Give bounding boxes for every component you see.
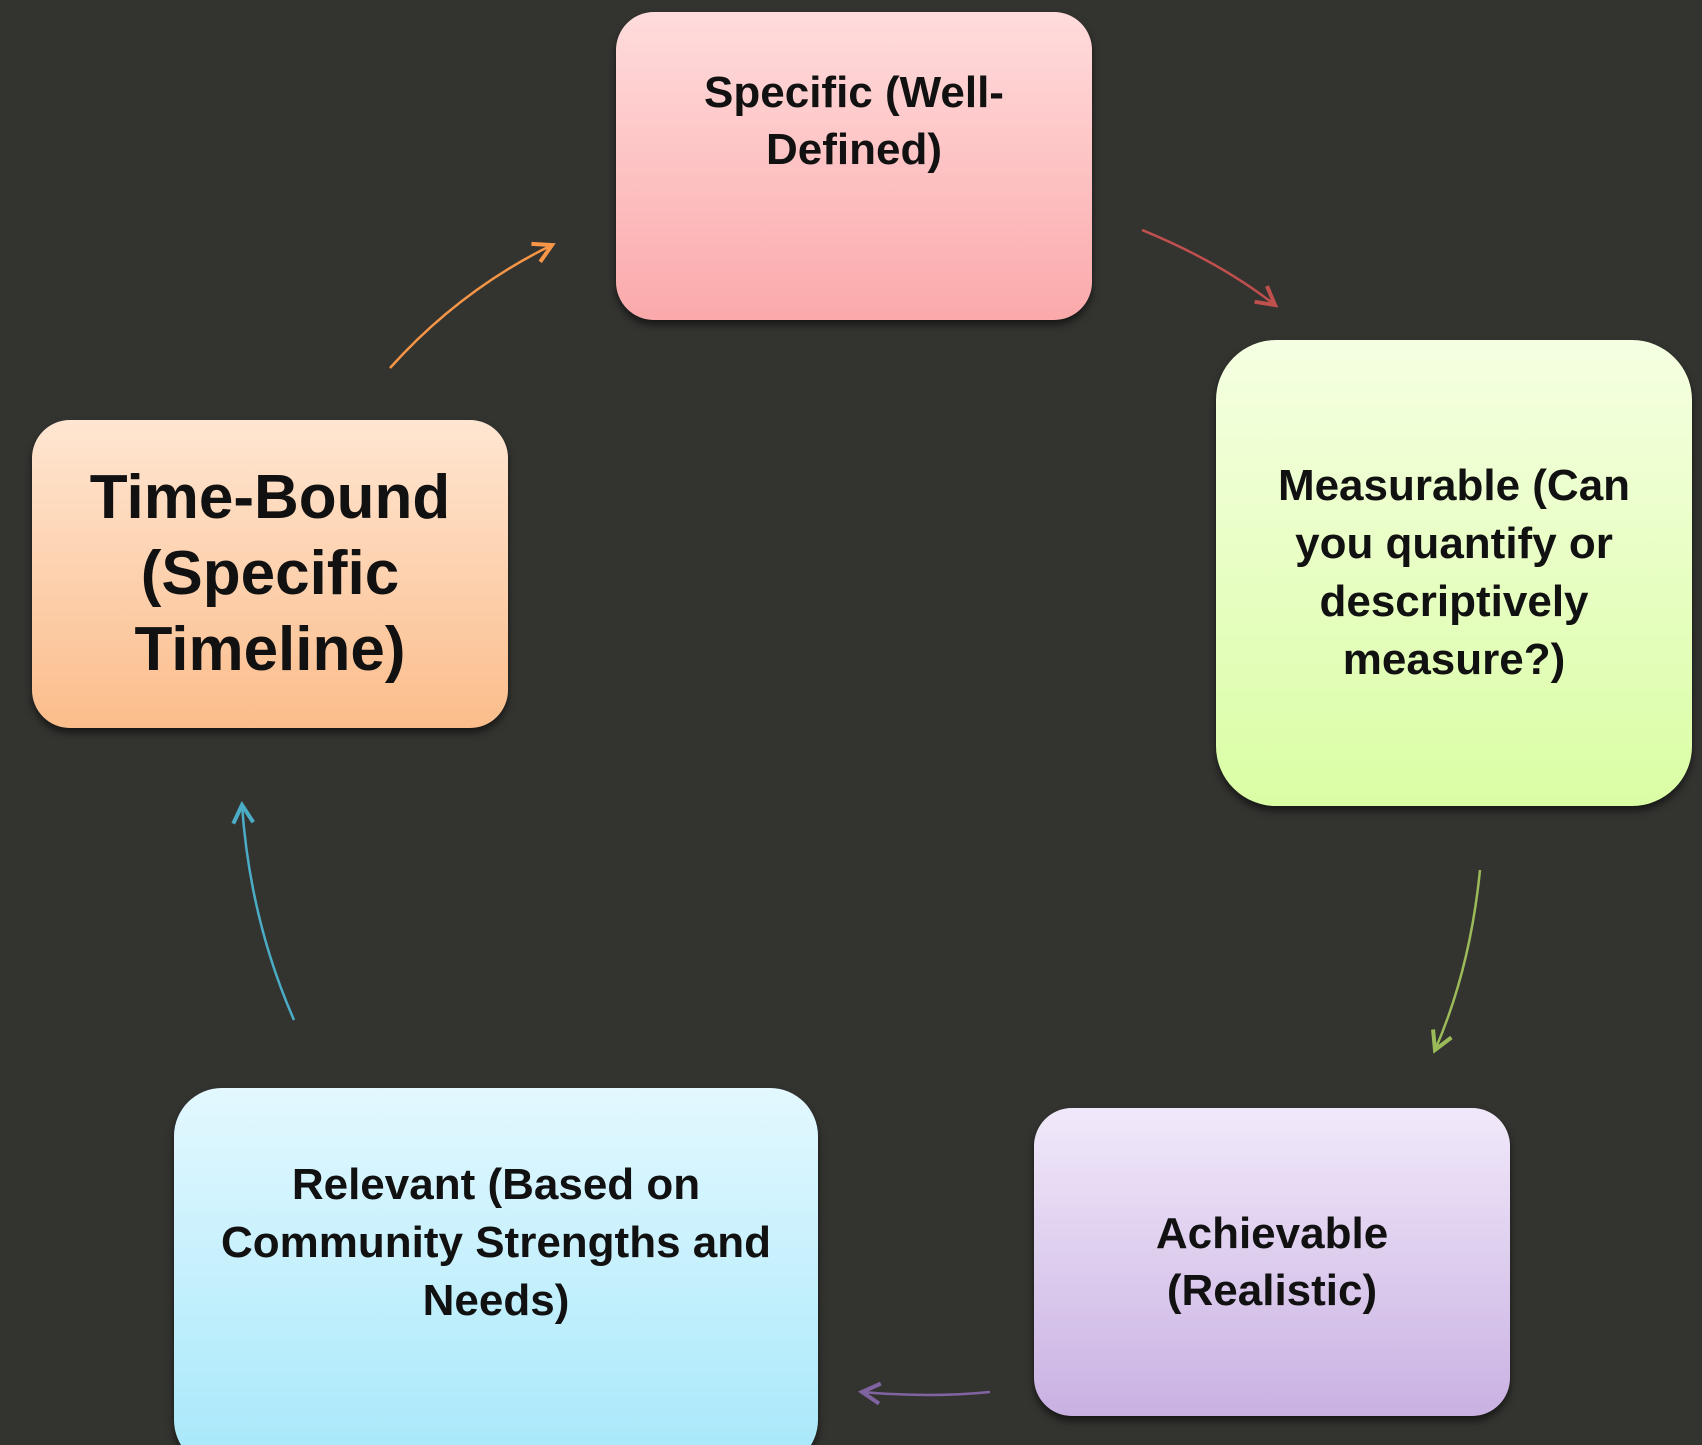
node-timebound: Time-Bound (Specific Timeline) (32, 420, 508, 728)
node-specific: Specific (Well-Defined) (616, 12, 1092, 320)
arrow-achievable-to-relevant (862, 1392, 991, 1395)
arrow-measurable-to-achievable (1435, 869, 1482, 1050)
node-relevant: Relevant (Based on Community Strengths a… (174, 1088, 818, 1445)
node-achievable: Achievable (Realistic) (1034, 1108, 1510, 1416)
node-specific-label: Specific (Well-Defined) (704, 68, 1004, 174)
node-timebound-label: Time-Bound (Specific Timeline) (89, 463, 451, 684)
node-achievable-label: Achievable (Realistic) (1155, 1209, 1389, 1315)
node-measurable: Measurable (Can you quantify or descript… (1216, 340, 1692, 806)
arrow-relevant-to-timebound (242, 805, 296, 1021)
node-measurable-label: Measurable (Can you quantify or descript… (1277, 461, 1631, 684)
arrow-specific-to-measurable (1141, 228, 1275, 305)
node-relevant-label: Relevant (Based on Community Strengths a… (220, 1160, 772, 1325)
arrow-timebound-to-specific (389, 245, 552, 369)
